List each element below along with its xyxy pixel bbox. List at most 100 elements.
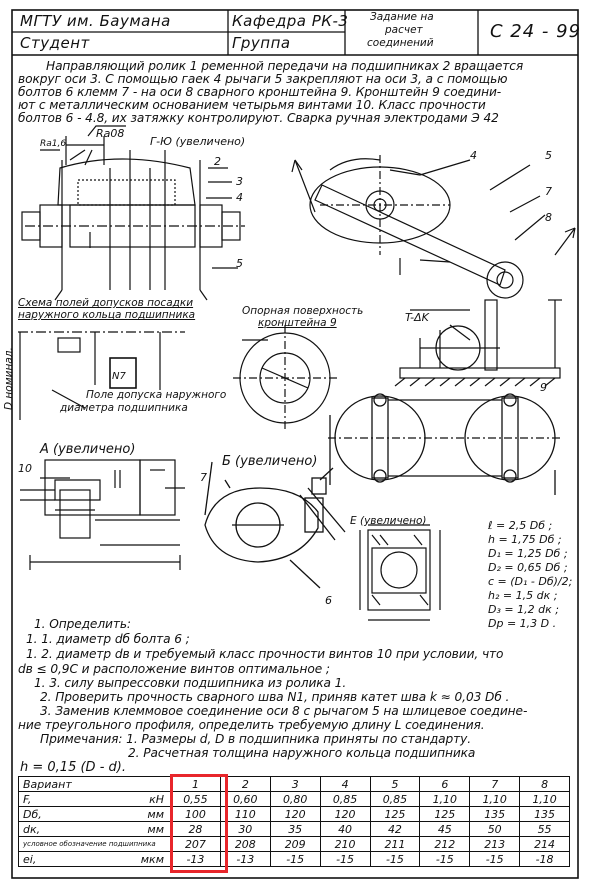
task-line: ние треугольного профиля, определить тре… (18, 718, 485, 732)
task-line: 3. Заменив клеммовое соединение оси 8 с … (40, 704, 528, 718)
table-cell: 1,10 (419, 791, 471, 807)
description-line: болтов 6 - 4.8, их затяжку контролируют.… (18, 111, 499, 125)
table-row-label: условное обозначение подшипника (18, 836, 171, 852)
table-cell: 35 (269, 821, 321, 837)
task-line: 1. 2. диаметр dв и требуемый класс прочн… (26, 647, 504, 661)
table-cell: 135 (519, 806, 570, 822)
table-header-cell: Вариант (18, 776, 171, 792)
scheme-title-2: наружного кольца подшипника (18, 309, 196, 321)
task-line: 1. 1. диаметр dб болта 6 ; (26, 632, 190, 646)
assignment-line-2: расчет (385, 24, 423, 36)
table-cell: 210 (319, 836, 371, 852)
part-number: 8 (545, 211, 552, 224)
table-cell: 125 (419, 806, 471, 822)
view-label-e: Е (увеличено) (350, 515, 427, 527)
part-number: 6 (325, 594, 332, 607)
description-line: ют с металлическим основанием четырьмя в… (18, 98, 486, 112)
table-row: Dб,мм 100 110 120 120 125 125 135 135 (18, 806, 570, 822)
t-dk-label: T-ΔK (405, 311, 429, 324)
d-nominal-label: D номинал. (3, 347, 15, 410)
table-header-cell: 3 (269, 776, 321, 792)
formula: D₁ = 1,25 Dб ; (488, 547, 568, 560)
part-number: 10 (18, 462, 32, 475)
table-cell: 213 (469, 836, 521, 852)
table-cell: -15 (419, 851, 471, 867)
table-row-label: ei,мкм (18, 851, 171, 867)
table-cell: 214 (519, 836, 570, 852)
group-label: Группа (232, 34, 291, 52)
part-number: 3 (236, 175, 243, 188)
view-e-bearing (359, 524, 441, 621)
view-label-a: А (увеличено) (40, 442, 136, 457)
variant-1-highlight (170, 774, 228, 873)
field-label-1: Поле допуска наружного (86, 389, 227, 401)
table-cell: 50 (469, 821, 521, 837)
table-cell: 1,10 (519, 791, 570, 807)
table-header-cell: 4 (319, 776, 371, 792)
roller-top-view (328, 393, 562, 495)
table-cell: 120 (319, 806, 371, 822)
support-label-2: кронштейна 9 (258, 317, 337, 329)
formula: h = 1,75 Dб ; (488, 533, 562, 546)
description-line: вокруг оси 3. С помощью гаек 4 рычаги 5 … (18, 72, 508, 86)
table-cell: 42 (369, 821, 421, 837)
table-cell: -18 (519, 851, 570, 867)
task-line: 2. Расчетная толщина наружного кольца по… (128, 746, 476, 760)
table-cell: -15 (469, 851, 521, 867)
formula: D₂ = 0,65 Dб ; (488, 561, 568, 574)
roller-section-view (21, 125, 245, 301)
task-line: 1. 3. силу выпрессовки подшипника из рол… (34, 676, 347, 690)
table-cell: 0,85 (319, 791, 371, 807)
scheme-title-1: Схема полей допусков посадки (18, 297, 194, 309)
roughness-ra16: Ra1,6 (40, 139, 67, 149)
formula: ℓ = 2,5 Dб ; (488, 519, 553, 532)
part-number: 7 (545, 185, 552, 198)
lever-mechanism-view (291, 155, 576, 299)
table-cell: 135 (469, 806, 521, 822)
part-number: 4 (236, 191, 243, 204)
tolerance-scheme (18, 331, 185, 420)
table-cell: 209 (269, 836, 321, 852)
description-line: Направляющий ролик 1 ременной передачи н… (46, 59, 524, 73)
n7-label: N7 (112, 371, 126, 382)
field-label-2: диаметра подшипника (60, 402, 188, 414)
table-row: ei,мкм -13 -13 -15 -15 -15 -15 -15 -18 (18, 851, 570, 867)
table-cell: 45 (419, 821, 471, 837)
table-row-label: F,кН (18, 791, 171, 807)
table-cell: 0,85 (369, 791, 421, 807)
task-line: h = 0,15 (D - d). (20, 760, 126, 775)
table-row: условное обозначение подшипника 207 208 … (18, 836, 570, 852)
part-number: 2 (214, 155, 221, 168)
sheet-frame (11, 9, 579, 879)
view-a-clamp-bolt (20, 459, 185, 570)
table-cell: 212 (419, 836, 471, 852)
view-b-clamp (204, 461, 346, 589)
table-cell: -15 (369, 851, 421, 867)
bracket-weld-view (394, 299, 562, 387)
view-label-gyu: Г-Ю (увеличено) (150, 135, 246, 148)
assignment-line-3: соединений (367, 37, 434, 49)
support-surface-view (233, 325, 338, 432)
part-number: 5 (545, 149, 552, 162)
description-line: болтов 6 клемм 7 - на оси 8 сварного кро… (18, 85, 502, 99)
task-line: 1. Определить: (34, 617, 131, 631)
document-code: С 24 - 99 (490, 21, 582, 42)
student-label: Студент (20, 34, 90, 52)
table-row: F,кН 0,55 0,60 0,80 0,85 0,85 1,10 1,10 … (18, 791, 570, 807)
table-cell: 125 (369, 806, 421, 822)
formula: h₂ = 1,5 dк ; (488, 589, 558, 602)
table-header-cell: 7 (469, 776, 521, 792)
part-number: 9 (540, 381, 547, 394)
support-label-1: Опорная поверхность (242, 305, 364, 317)
assignment-line-1: Задание на (370, 11, 434, 23)
task-line: 2. Проверить прочность сварного шва N1, … (40, 690, 510, 704)
formula: Dp = 1,3 D . (488, 617, 557, 630)
table-cell: 1,10 (469, 791, 521, 807)
table-header-cell: 5 (369, 776, 421, 792)
table-row-label: Dб,мм (18, 806, 171, 822)
table-header-row: Вариант 1 2 3 4 5 6 7 8 (18, 776, 570, 792)
roughness-ra08: Ra08 (96, 127, 125, 140)
table-cell: 211 (369, 836, 421, 852)
